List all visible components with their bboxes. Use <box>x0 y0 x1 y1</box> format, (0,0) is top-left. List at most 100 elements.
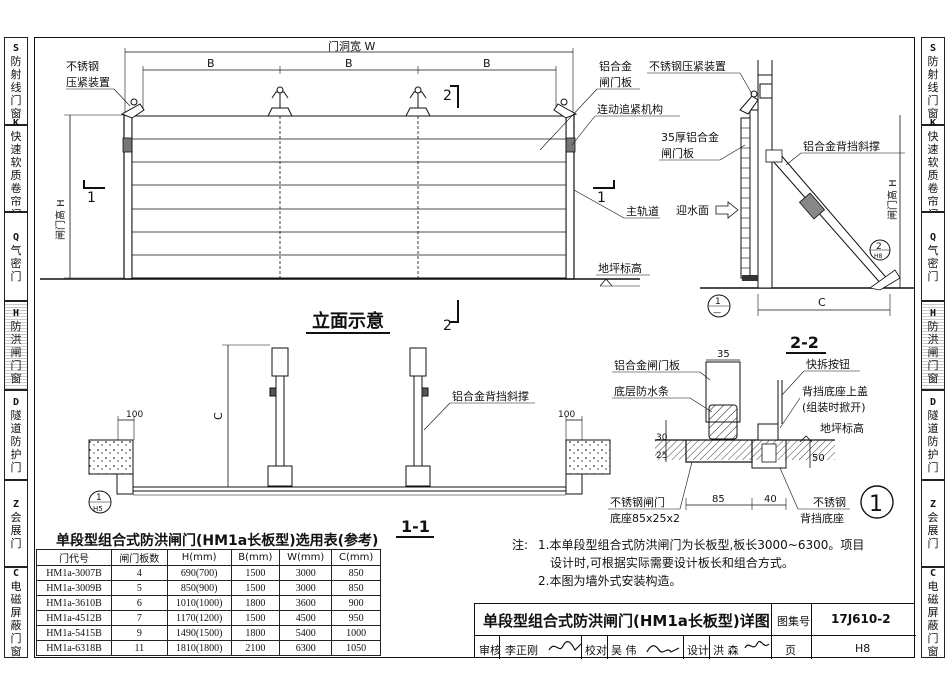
cell-W: 5400 <box>279 625 333 641</box>
detail-dim-40: 40 <box>764 494 777 505</box>
detail-base-label-2: 底座85x25x2 <box>610 511 680 525</box>
plan-brace-label: 铝合金背挡斜撑 <box>452 389 529 403</box>
side-section-drawing: 不锈钢压紧装置 35厚铝合金 闸门板 铝合金背挡斜撑 迎水面 闸门高 H C 2… <box>647 60 915 318</box>
cell-H: 1010(1000) <box>166 595 232 611</box>
plan-section-drawing: 100 100 C 铝合金背挡斜撑 1 H <box>88 344 611 538</box>
cell-code: HM1a-3007B <box>36 565 112 581</box>
callout-alloy-panel-1: 铝合金 <box>599 59 632 73</box>
table-row: HM1a-3009B 5 850(900) 1500 3000 850 <box>36 580 381 596</box>
cell-H: 850(900) <box>166 580 232 596</box>
cell-B: 1800 <box>230 625 281 641</box>
section-mark-1-right: 1 <box>597 190 606 206</box>
detail-title: 2-2 <box>790 333 819 352</box>
cell-C: 900 <box>331 595 381 611</box>
side-tab-code: C <box>12 568 20 579</box>
side-tab-code: Z <box>929 498 937 510</box>
cell-count: 6 <box>110 595 168 611</box>
atlas-number: 17J610-2 <box>831 612 891 626</box>
detail-back-label-2: 背挡底座 <box>800 511 844 525</box>
cell-B: 1500 <box>230 610 281 626</box>
notes-prefix: 注: <box>512 538 529 552</box>
side-section-ref-top: 1 <box>715 297 721 307</box>
review-label: 审核 <box>479 644 501 657</box>
checker-signature <box>646 645 680 653</box>
plan-ref-top: 1 <box>96 493 102 503</box>
cell-code: HM1a-6318B <box>36 640 112 656</box>
selection-table-header: 门代号 闸门板数 H(mm) B(mm) W(mm) C(mm) <box>36 549 381 566</box>
note-line-2: 设计时,可根据实际需要设计板长和组合方式。 <box>550 556 794 570</box>
detail-ref-number: 1 <box>869 492 883 517</box>
cell-H: 690(700) <box>166 565 232 581</box>
elevation-drawing: 门洞宽 W B B B 闸门高 H <box>40 39 680 334</box>
detail-panel-label: 铝合金闸门板 <box>614 358 680 372</box>
plan-dim-100-right: 100 <box>558 410 575 420</box>
side-tab-code: K <box>12 117 20 129</box>
side-tab-code: S <box>929 43 937 54</box>
cell-B: 1500 <box>230 565 281 581</box>
designer-signature <box>744 640 770 649</box>
section-mark-2-bottom: 2 <box>443 318 452 334</box>
section-mark-1-left: 1 <box>87 190 96 206</box>
reviewer-signature <box>548 641 582 652</box>
cell-count: 9 <box>110 625 168 641</box>
header-panel-count: 闸门板数 <box>110 549 168 566</box>
selection-table-title: 单段型组合式防洪闸门(HM1a长板型)选用表(参考) <box>56 533 379 549</box>
detail-base-label-1: 不锈钢闸门 <box>610 495 665 509</box>
detail-dim-50: 50 <box>812 453 825 464</box>
table-row: HM1a-3007B 4 690(700) 1500 3000 850 <box>36 565 381 581</box>
atlas-label: 图集号 <box>777 615 810 628</box>
side-panel-label-2: 闸门板 <box>661 146 694 160</box>
side-tab-code: Q <box>929 231 937 243</box>
bay-label-3: B <box>483 57 491 70</box>
bay-label-1: B <box>207 57 215 70</box>
page-label: 页 <box>785 644 796 657</box>
detail-floor-label: 地坪标高 <box>820 421 864 435</box>
reviewer-name: 李正刚 <box>505 644 538 657</box>
table-row: HM1a-6318B 11 1810(1800) 2100 6300 1050 <box>36 640 381 656</box>
detail-seal-label: 底层防水条 <box>614 384 669 398</box>
side-tab-code: K <box>929 117 937 129</box>
side-tab-k: K快速软质卷帘门 <box>921 118 945 221</box>
plan-dim-C: C <box>212 412 225 420</box>
cell-W: 3000 <box>279 580 333 596</box>
cell-C: 850 <box>331 580 381 596</box>
callout-linkage: 连动追紧机构 <box>597 102 663 116</box>
cell-H: 1490(1500) <box>166 625 232 641</box>
plan-ref-bottom: H5 <box>93 505 103 513</box>
elevation-height-label: 闸门高 H <box>54 199 67 240</box>
elevation-width-label: 门洞宽 W <box>328 39 375 53</box>
designer-name: 洪 森 <box>713 644 739 657</box>
cell-count: 5 <box>110 580 168 596</box>
callout-alloy-panel-2: 闸门板 <box>599 75 632 89</box>
header-door-code: 门代号 <box>36 549 112 566</box>
detail-back-label-1: 不锈钢 <box>813 496 846 509</box>
page-number: H8 <box>855 642 871 655</box>
side-tab-code: Z <box>12 498 20 510</box>
side-brace-label: 铝合金背挡斜撑 <box>803 139 880 153</box>
drawing-title: 单段型组合式防洪闸门(HM1a长板型)详图 <box>483 612 770 630</box>
design-label: 设计 <box>687 644 709 657</box>
callout-stainless-press-2: 压紧装置 <box>66 76 110 89</box>
cell-B: 1500 <box>230 580 281 596</box>
cell-code: HM1a-3610B <box>36 595 112 611</box>
detail-dim-25: 25 <box>656 451 667 461</box>
cell-W: 6300 <box>279 640 333 656</box>
side-width-label: C <box>818 296 826 309</box>
cell-count: 11 <box>110 640 168 656</box>
side-tab-code: H <box>929 307 937 319</box>
cell-B: 1800 <box>230 595 281 611</box>
detail-buckle-label: 快拆按钮 <box>806 357 850 371</box>
side-tab-code: H <box>12 307 20 319</box>
header-B: B(mm) <box>230 549 281 566</box>
cell-count: 7 <box>110 610 168 626</box>
